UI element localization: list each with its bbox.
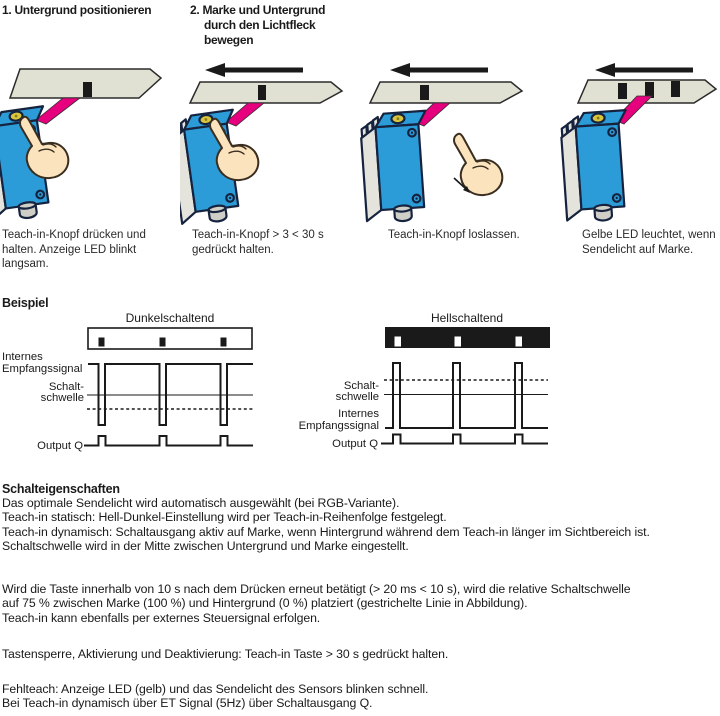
illustration-4 [558, 63, 718, 225]
light-beam [35, 97, 82, 125]
tape-mark [98, 337, 105, 347]
illustration-3 [360, 63, 524, 225]
label-internes: Internes [2, 351, 43, 363]
paragraph-tastensperre: Tastensperre, Aktivierung und Deaktivier… [2, 647, 448, 661]
text-line: Teach-in kann ebenfalls per externes Ste… [2, 610, 321, 625]
tape-mark [515, 336, 522, 347]
move-left-arrow-icon [205, 63, 303, 77]
label-empfangssignal: Empfangssignal [299, 420, 379, 432]
sensor-icon [360, 109, 435, 225]
move-left-arrow-icon [390, 63, 488, 77]
illustration-1 [0, 68, 163, 225]
text-line: Teach-in-Knopf drücken und [2, 229, 146, 241]
label-schalt: Schalt- [49, 381, 84, 393]
print-mark [645, 82, 654, 98]
text-line: gedrückt halten. [192, 243, 274, 256]
signal-trace [88, 363, 253, 426]
light-beam [613, 95, 653, 125]
diagram-title: Dunkelschaltend [126, 311, 215, 325]
label-output-q: Output Q [37, 440, 83, 452]
label-schwelle: schwelle [41, 392, 84, 404]
output-trace [381, 433, 548, 445]
diagram-hellschaltend: Hellschaltend Schalt- schwelle Internes … [299, 311, 550, 450]
paragraph-schaltschwelle: Wird die Taste innerhalb von 10 s nach d… [2, 582, 631, 625]
label-schalt: Schalt- [344, 380, 379, 392]
print-mark [671, 81, 680, 97]
text-line: Sendelicht auf Marke. [582, 243, 694, 256]
tape-white [87, 327, 253, 350]
text-line: Schaltschwelle wird in der Mitte zwische… [2, 539, 409, 554]
text-line: halten. Anzeige LED blinkt [2, 243, 137, 256]
light-beam [413, 102, 452, 127]
text-line: bewegen [204, 33, 254, 47]
beispiel-heading: Beispiel [2, 296, 49, 310]
text-line: Tastensperre, Aktivierung und Deaktivier… [2, 647, 449, 661]
tape-mark [394, 336, 401, 347]
print-mark [258, 85, 266, 100]
text-line: Teach-in-Knopf > 3 < 30 s [192, 229, 324, 241]
signal-trace [385, 362, 548, 429]
caption-1: Teach-in-Knopf drücken und halten. Anzei… [2, 228, 146, 272]
text-line: auf 75 % zwischen Marke (100 %) und Hint… [2, 596, 528, 611]
step-2-heading: 2. Marke und Untergrund durch den Lichtf… [190, 3, 325, 48]
text-line: Wird die Taste innerhalb von 10 s nach d… [2, 582, 631, 596]
release-motion-arrow-icon [453, 177, 470, 193]
tape-mark [454, 336, 461, 347]
step-1-heading: 1. Untergrund positionieren [2, 3, 152, 18]
text-line: Gelbe LED leuchtet, wenn [582, 229, 716, 241]
output-trace [84, 435, 253, 447]
caption-2: Teach-in-Knopf > 3 < 30 s gedrückt halte… [192, 228, 324, 257]
target-surface [368, 81, 524, 104]
tape-black [385, 327, 550, 348]
text-line: Teach-in-Knopf loslassen. [388, 229, 520, 241]
text-line: Das optimale Sendelicht wird automatisch… [2, 496, 400, 510]
sensor-icon [558, 109, 635, 225]
text-line: Bei Teach-in dynamisch über ET Signal (5… [2, 696, 373, 711]
print-mark [420, 85, 429, 100]
text-line: Fehlteach: Anzeige LED (gelb) und das Se… [2, 682, 429, 696]
diagram-title: Hellschaltend [431, 311, 503, 325]
timing-diagrams: Dunkelschaltend Internes Empfangssignal … [2, 311, 550, 452]
paragraph-fehlteach: Fehlteach: Anzeige LED (gelb) und das Se… [2, 682, 428, 711]
hand-release-icon [453, 132, 504, 197]
print-mark [83, 82, 92, 97]
label-schwelle: schwelle [336, 391, 379, 403]
tape-mark [159, 337, 166, 347]
text-line: Teach-in statisch: Hell-Dunkel-Einstellu… [2, 510, 447, 525]
tape-mark [220, 337, 227, 347]
text-line: Teach-in dynamisch: Schaltausgang aktiv … [2, 524, 650, 539]
text-line: 1. Untergrund positionieren [2, 3, 152, 17]
print-mark [618, 83, 627, 99]
diagram-dunkelschaltend: Dunkelschaltend Internes Empfangssignal … [2, 311, 253, 452]
caption-3: Teach-in-Knopf loslassen. [388, 228, 520, 243]
illustration-2 [180, 63, 344, 226]
label-internes: Internes [338, 408, 379, 420]
text-line: 2. Marke und Untergrund [190, 3, 326, 17]
move-left-arrow-icon [595, 63, 693, 77]
label-empfangssignal: Empfangssignal [2, 363, 82, 375]
text-line: durch den Lichtfleck [204, 18, 316, 32]
text-line: langsam. [2, 258, 49, 270]
label-output-q: Output Q [332, 438, 378, 450]
light-beam [225, 102, 266, 127]
caption-4: Gelbe LED leuchtet, wenn Sendelicht auf … [582, 228, 716, 257]
paragraph-schalteigenschaften: Das optimale Sendelicht wird automatisch… [2, 496, 650, 554]
section-heading-schalteigenschaften: Schalteigenschaften [2, 482, 120, 496]
